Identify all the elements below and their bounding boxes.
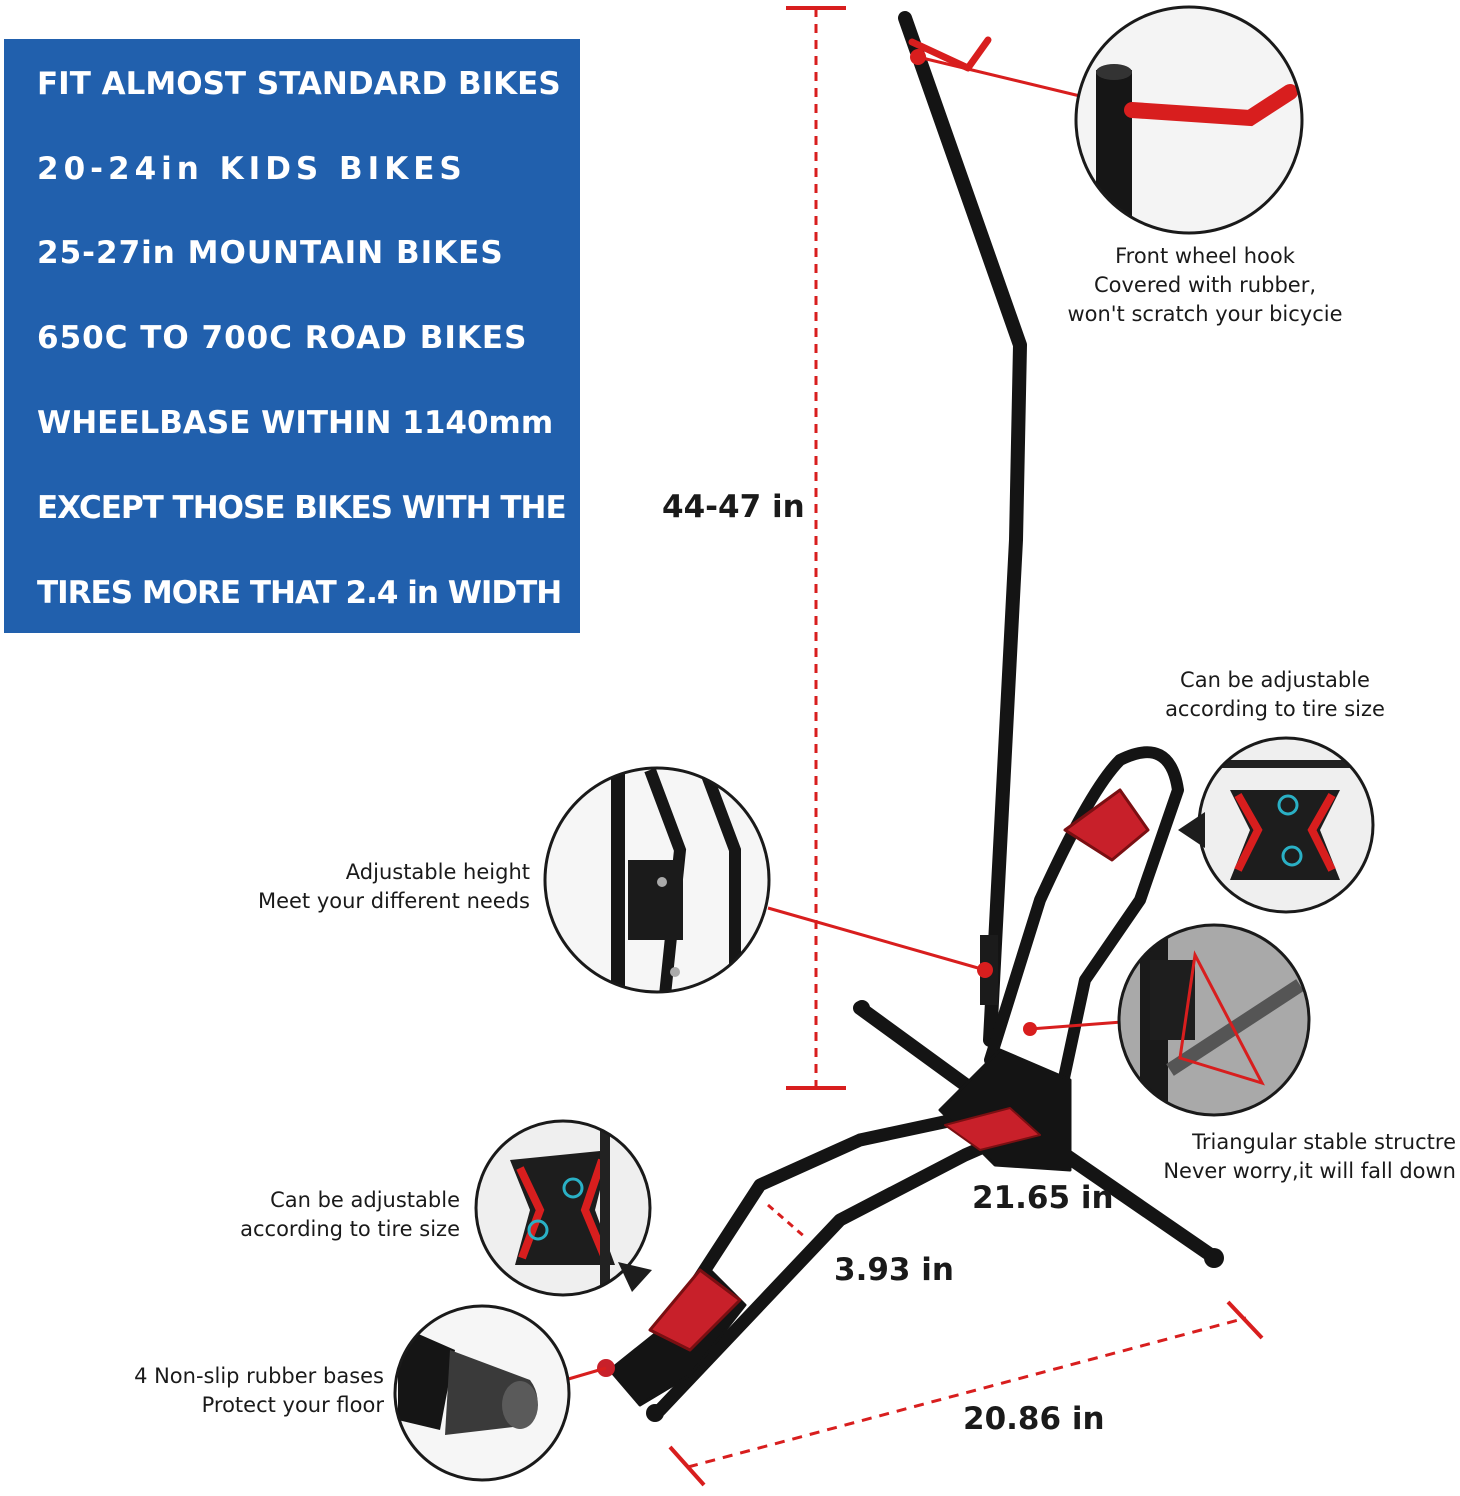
- spec-line-except: EXCEPT THOSE BIKES WITH THE: [37, 490, 567, 526]
- spec-line-wheelbase: WHEELBASE WITHIN 1140mm: [37, 405, 554, 441]
- detail-circle-height: [543, 766, 771, 994]
- caption-rubber-bases-line-1: 4 Non-slip rubber bases: [134, 1364, 384, 1388]
- caption-triangle: Triangular stable structre Never worry,i…: [1120, 1128, 1456, 1186]
- caption-triangle-line-2: Never worry,it will fall down: [1163, 1159, 1456, 1183]
- spec-line-kids: 20-24in KIDS BIKES: [37, 151, 467, 187]
- spec-line-fit: FIT ALMOST STANDARD BIKES: [37, 66, 561, 102]
- gap-dimension-line: [767, 1203, 807, 1240]
- stand-frame: [597, 11, 1224, 1422]
- caption-tire-adjust-top: Can be adjustable according to tire size: [1140, 666, 1410, 724]
- caption-front-hook: Front wheel hook Covered with rubber, wo…: [1050, 242, 1360, 329]
- caption-front-hook-line-2: Covered with rubber,: [1093, 273, 1317, 297]
- detail-circle-tire-bottom: [474, 1119, 652, 1297]
- caption-tire-adjust-bottom: Can be adjustable according to tire size: [190, 1186, 460, 1244]
- detail-circle-tire-top: [1178, 736, 1375, 914]
- caption-height: Adjustable height Meet your different ne…: [200, 858, 530, 916]
- dimension-length-label: 20.86 in: [963, 1401, 1105, 1437]
- caption-tire-adjust-top-line-1: Can be adjustable: [1180, 668, 1370, 692]
- detail-circle-rubber-base: [393, 1304, 571, 1482]
- dimension-width-label: 21.65 in: [972, 1180, 1114, 1216]
- spec-line-road: 650C TO 700C ROAD BIKES: [37, 320, 528, 356]
- callout-leaders: [564, 49, 1123, 1382]
- dimension-gap-label: 3.93 in: [834, 1252, 954, 1288]
- caption-front-hook-line-1: Front wheel hook: [1115, 244, 1295, 268]
- caption-tire-adjust-top-line-2: according to tire size: [1165, 697, 1385, 721]
- caption-front-hook-line-3: won't scratch your bicycie: [1067, 302, 1343, 326]
- caption-triangle-line-1: Triangular stable structre: [1192, 1130, 1456, 1154]
- caption-rubber-bases-line-2: Protect your floor: [201, 1393, 384, 1417]
- length-dimension-line: [668, 1300, 1264, 1487]
- dimension-height-label: 44-47 in: [662, 489, 805, 525]
- spec-line-mountain: 25-27in MOUNTAIN BIKES: [37, 235, 504, 271]
- detail-circle-triangle: [1117, 923, 1311, 1117]
- caption-tire-adjust-bottom-line-2: according to tire size: [240, 1217, 460, 1241]
- height-dimension-line: [786, 6, 846, 1090]
- spec-line-tires: TIRES MORE THAT 2.4 in WIDTH: [37, 575, 562, 611]
- spec-panel: FIT ALMOST STANDARD BIKES 20-24in KIDS B…: [4, 39, 580, 633]
- detail-circle-hook: [1074, 5, 1304, 235]
- caption-height-line-1: Adjustable height: [345, 860, 530, 884]
- caption-rubber-bases: 4 Non-slip rubber bases Protect your flo…: [84, 1362, 384, 1420]
- caption-tire-adjust-bottom-line-1: Can be adjustable: [270, 1188, 460, 1212]
- caption-height-line-2: Meet your different needs: [257, 889, 530, 913]
